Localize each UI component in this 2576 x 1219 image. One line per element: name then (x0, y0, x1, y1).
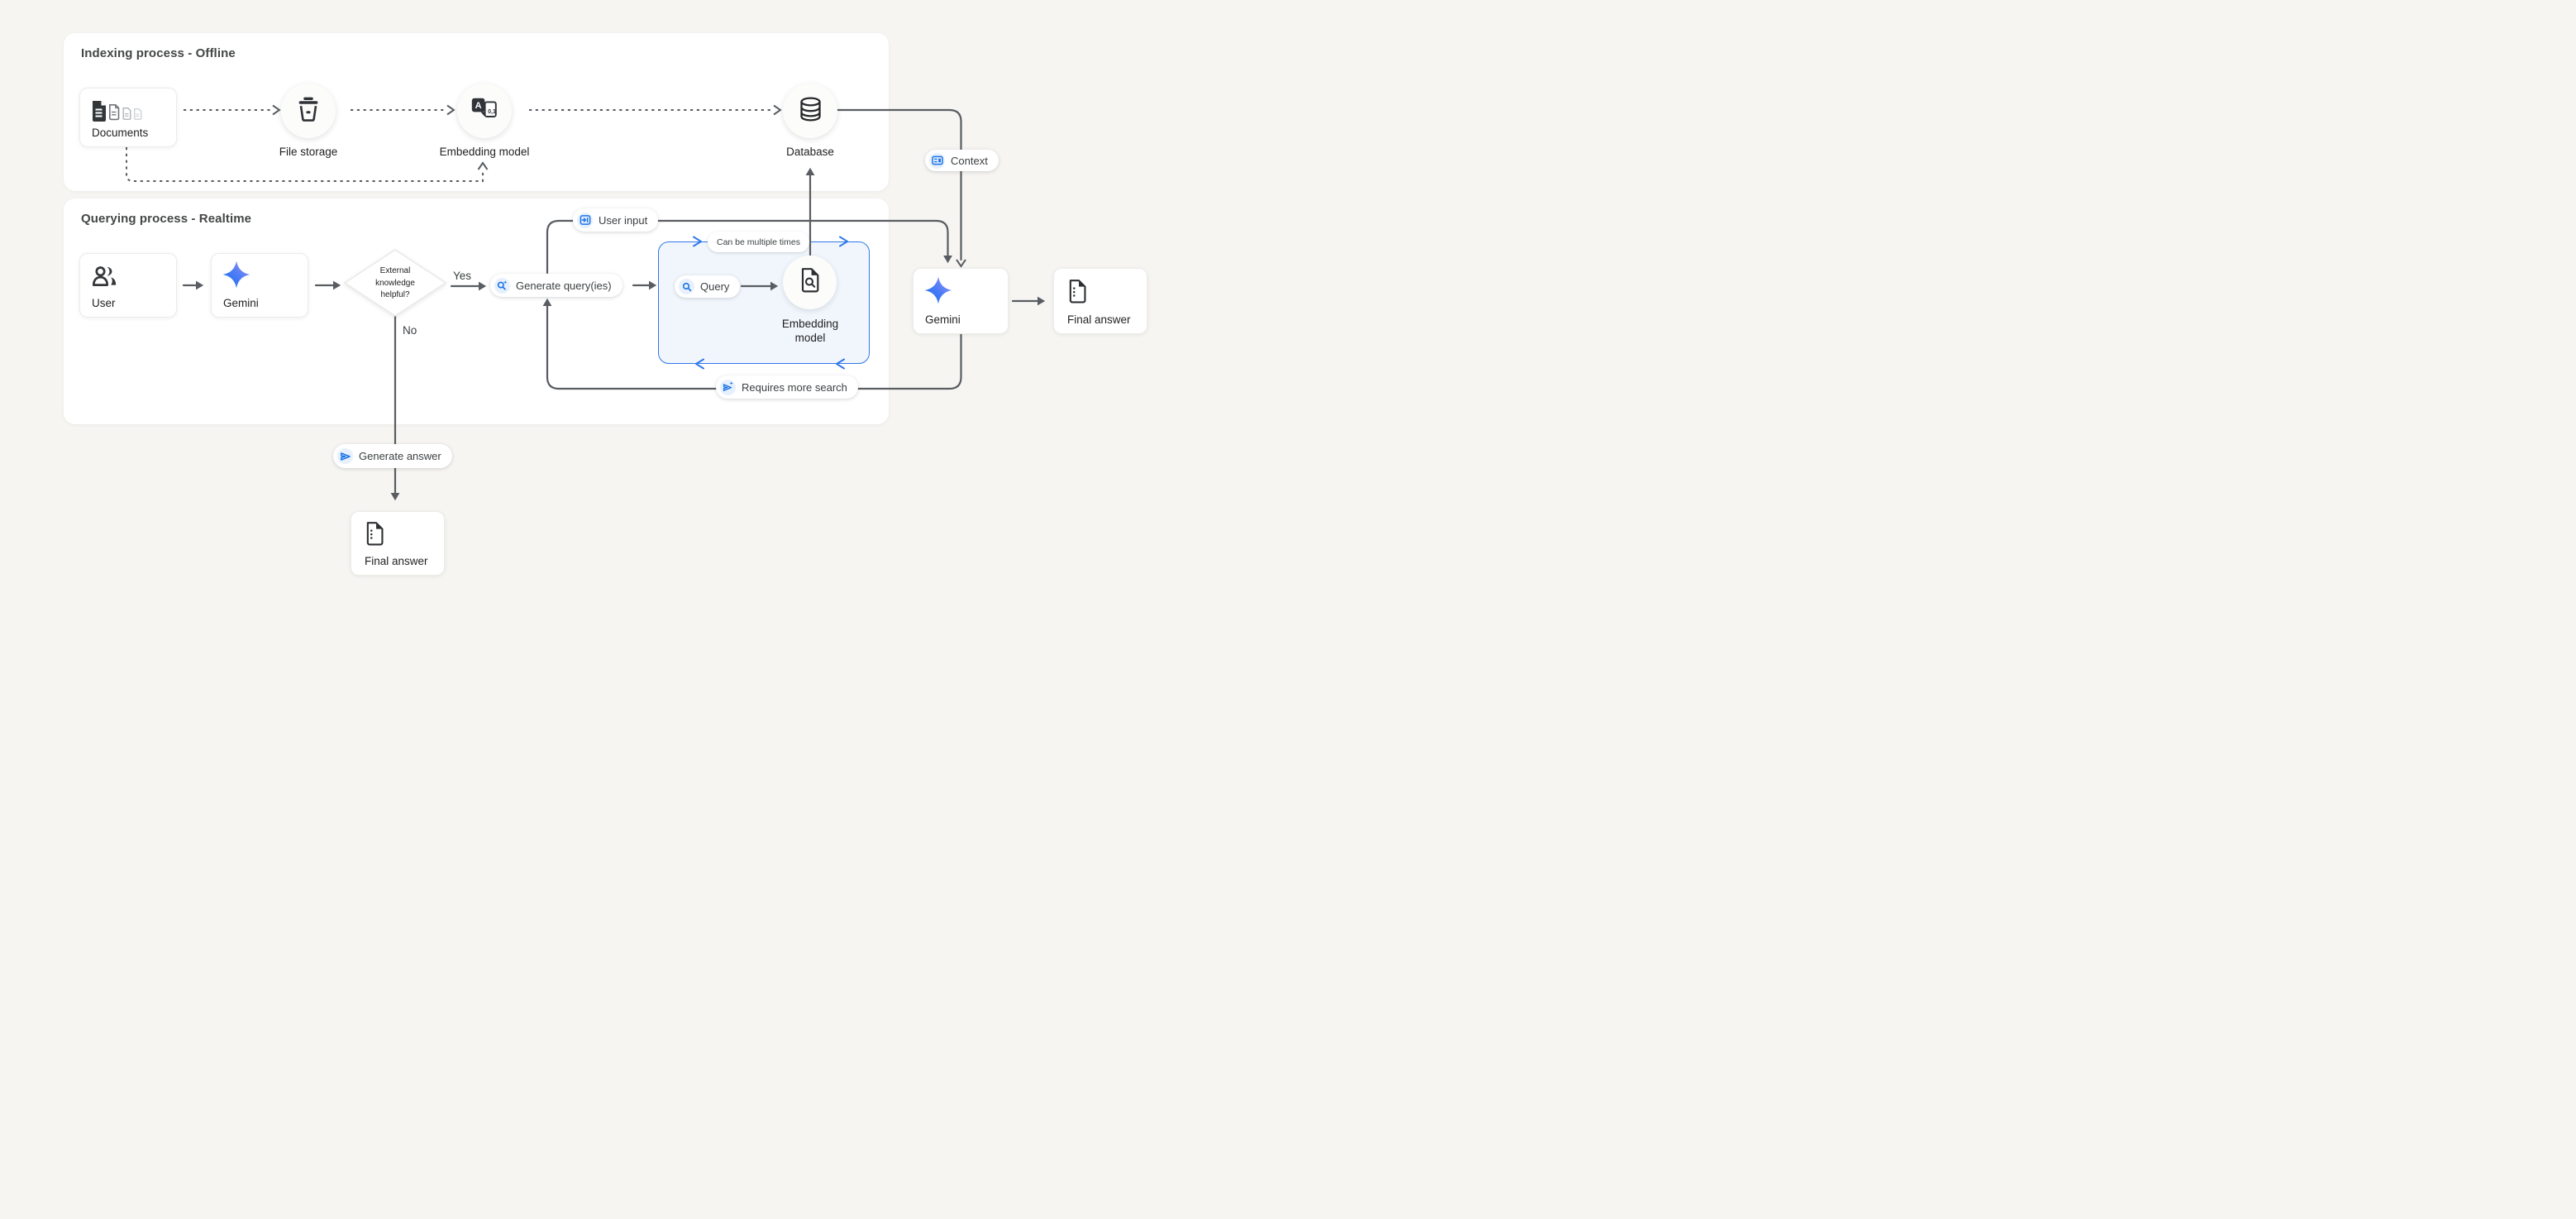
gemini-star-icon (222, 261, 250, 293)
query-pill: Query (675, 275, 740, 298)
generate-queries-label: Generate query(ies) (516, 280, 612, 292)
indexing-section-title: Indexing process - Offline (81, 46, 236, 60)
gemini-star-icon (924, 276, 952, 308)
embedding-model-label: Embedding model (440, 146, 530, 158)
bucket-icon (297, 97, 320, 126)
login-icon (577, 213, 593, 228)
file-storage-node (281, 84, 336, 138)
generate-answer-label: Generate answer (359, 450, 441, 462)
file-storage-label: File storage (279, 146, 338, 158)
database-label: Database (786, 146, 834, 158)
document-search-icon (799, 268, 821, 297)
final-answer-right-label: Final answer (1067, 313, 1131, 326)
gemini-label: Gemini (223, 297, 259, 309)
database-node (783, 84, 837, 138)
translate-icon: 0,1 A (471, 98, 498, 124)
query-embedding-label: Embedding model (782, 317, 838, 345)
send-sparkle-icon (720, 380, 736, 395)
search-sparkle-icon (494, 278, 510, 294)
svg-text:A: A (475, 101, 482, 111)
final-answer-label: Final answer (365, 555, 428, 567)
yes-branch-label: Yes (453, 270, 471, 282)
requires-more-search-label: Requires more search (742, 381, 847, 394)
users-icon (92, 265, 117, 292)
user-node: User (79, 253, 177, 318)
send-icon (337, 448, 353, 464)
svg-text:0,1: 0,1 (488, 109, 496, 115)
user-label: User (92, 297, 116, 309)
generate-queries-pill: Generate query(ies) (490, 274, 623, 297)
final-answer-doc-icon (365, 522, 385, 550)
article-icon (929, 153, 945, 169)
decision-text: External knowledge helpful? (346, 265, 445, 302)
querying-section-title: Querying process - Realtime (81, 212, 251, 226)
search-icon (679, 279, 694, 294)
final-answer-right-node: Final answer (1053, 268, 1147, 334)
documents-label: Documents (92, 127, 148, 139)
loop-note-label: Can be multiple times (717, 237, 800, 247)
rag-architecture-diagram: Indexing process - Offline Querying proc… (0, 0, 1288, 610)
gemini-synthesis-label: Gemini (925, 313, 961, 326)
context-badge: Context (925, 150, 999, 171)
query-embedding-model-node (783, 256, 837, 309)
loop-note-pill: Can be multiple times (708, 232, 809, 252)
final-answer-node: Final answer (351, 511, 445, 576)
requires-more-search-badge: Requires more search (716, 375, 858, 399)
gemini-node: Gemini (211, 253, 308, 318)
documents-icon (92, 98, 143, 127)
retrieval-loop-box (658, 241, 870, 364)
database-icon (799, 97, 822, 126)
generate-answer-badge: Generate answer (333, 444, 452, 468)
documents-node: Documents (79, 88, 177, 147)
embedding-model-node: 0,1 A (457, 84, 512, 138)
context-label: Context (951, 155, 988, 167)
gemini-synthesis-node: Gemini (913, 268, 1009, 334)
user-input-badge: User input (573, 208, 658, 232)
no-branch-label: No (403, 324, 417, 337)
query-label: Query (700, 280, 729, 293)
user-input-label: User input (599, 214, 647, 227)
final-answer-doc-icon (1067, 280, 1088, 308)
